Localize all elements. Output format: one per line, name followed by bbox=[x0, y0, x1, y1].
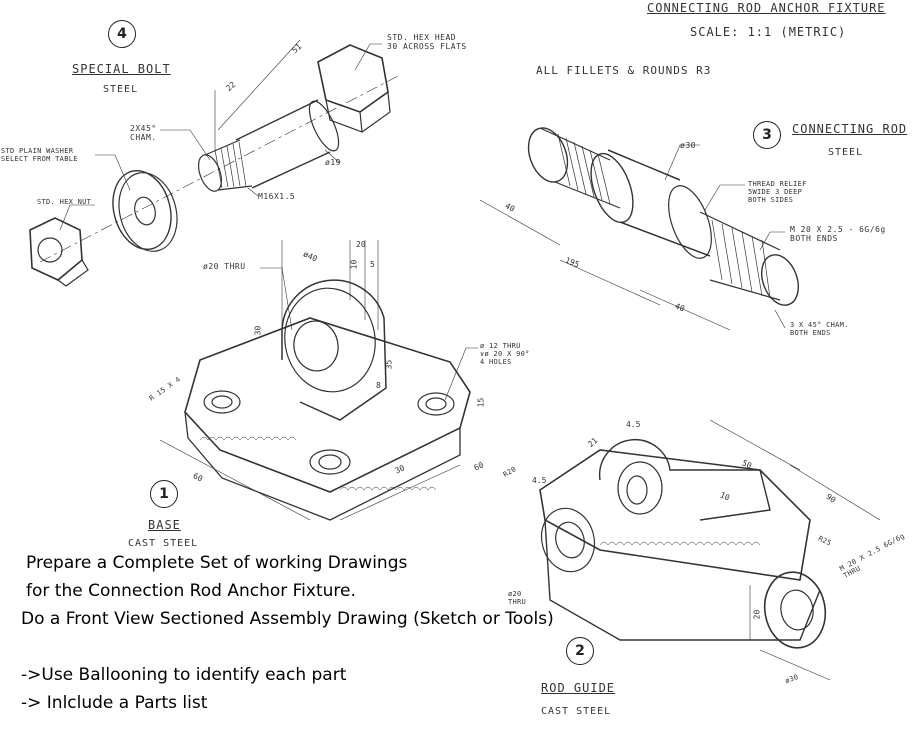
callout-base-thru: ø20 THRU bbox=[203, 262, 246, 271]
balloon-part-3: 3 bbox=[753, 121, 781, 149]
balloon-part-1: 1 bbox=[150, 480, 178, 508]
dim-guide-4-5a: 4.5 bbox=[626, 420, 641, 429]
part-3-name: CONNECTING ROD bbox=[792, 122, 908, 136]
fillets-note: ALL FILLETS & ROUNDS R3 bbox=[536, 64, 712, 77]
callout-rod-dia: ø30 bbox=[680, 141, 696, 150]
callout-thread-relief: THREAD RELIEF 5WIDE 3 DEEP BOTH SIDES bbox=[748, 180, 807, 204]
instruction-line-2: for the Connection Rod Anchor Fixture. bbox=[26, 581, 356, 601]
instruction-line-1: Prepare a Complete Set of working Drawin… bbox=[26, 553, 408, 573]
callout-bolt-dia: ø19 bbox=[325, 158, 341, 167]
callout-chamfer: 2X45° CHAM. bbox=[130, 124, 157, 142]
part-4-material: STEEL bbox=[103, 84, 139, 95]
drawing-title: CONNECTING ROD ANCHOR FIXTURE bbox=[647, 1, 886, 15]
part-1-name: BASE bbox=[148, 518, 181, 532]
callout-base-holes: ø 12 THRU ∨ø 20 X 90° 4 HOLES bbox=[480, 342, 530, 366]
connecting-rod-drawing bbox=[479, 127, 799, 331]
dim-base-15: 15 bbox=[476, 397, 486, 408]
special-bolt-drawing bbox=[39, 39, 401, 263]
callout-guide-thru: ø20 THRU bbox=[508, 590, 527, 606]
balloon-part-2: 2 bbox=[566, 637, 594, 665]
part-2-name: ROD GUIDE bbox=[541, 681, 616, 695]
washer-drawing bbox=[112, 169, 178, 252]
callout-hex-head: STD. HEX HEAD 30 ACROSS FLATS bbox=[387, 33, 467, 51]
base-drawing bbox=[159, 240, 471, 521]
dim-base-8: 8 bbox=[376, 381, 381, 390]
hex-nut-drawing bbox=[29, 217, 89, 287]
balloon-part-4: 4 bbox=[108, 20, 136, 48]
callout-rod-thread: M 20 X 2.5 - 6G/6g BOTH ENDS bbox=[790, 225, 886, 243]
callout-bolt-thread: M16X1.5 bbox=[258, 192, 296, 201]
dim-guide-4-5b: 4.5 bbox=[532, 476, 547, 485]
instruction-line-4: ->Use Ballooning to identify each part bbox=[21, 665, 347, 685]
dim-base-35: 35 bbox=[384, 359, 394, 370]
dim-base-20: 20 bbox=[356, 240, 366, 249]
dim-base-5: 5 bbox=[370, 260, 375, 269]
drawing-scale: SCALE: 1:1 (METRIC) bbox=[690, 25, 847, 39]
part-3-material: STEEL bbox=[828, 147, 864, 158]
dim-base-10: 10 bbox=[349, 259, 359, 270]
callout-washer: STD PLAIN WASHER SELECT FROM TABLE bbox=[1, 147, 78, 163]
dim-guide-20: 20 bbox=[752, 609, 762, 620]
part-2-material: CAST STEEL bbox=[541, 706, 612, 717]
part-1-material: CAST STEEL bbox=[128, 538, 199, 549]
dim-base-30a: 30 bbox=[253, 325, 263, 336]
instruction-line-5: -> Inlclude a Parts list bbox=[21, 693, 208, 713]
part-4-name: SPECIAL BOLT bbox=[72, 62, 171, 76]
callout-rod-chamfer: 3 X 45° CHAM. BOTH ENDS bbox=[790, 321, 849, 337]
instruction-line-3: Do a Front View Sectioned Assembly Drawi… bbox=[21, 609, 554, 629]
rod-guide-drawing bbox=[539, 419, 881, 681]
callout-hex-nut: STD. HEX NUT bbox=[37, 198, 92, 206]
